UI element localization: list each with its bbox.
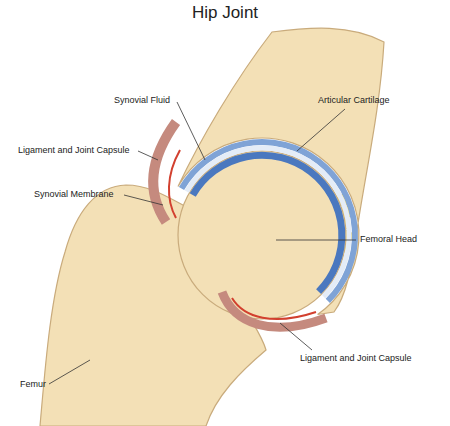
part-label: Synovial Fluid — [114, 95, 170, 106]
femoral-head — [178, 151, 346, 319]
part-label: Femoral Head — [360, 234, 417, 245]
diagram-title: Hip Joint — [0, 3, 450, 23]
part-label: Synovial Membrane — [34, 189, 114, 200]
synovial-membrane — [232, 298, 316, 319]
joint-capsule — [153, 122, 176, 222]
leader-lines — [49, 102, 356, 384]
part-label: Femur — [20, 379, 46, 390]
part-label: Ligament and Joint Capsule — [18, 145, 130, 156]
cup-cartilage — [182, 142, 355, 301]
part-label: Articular Cartilage — [318, 95, 390, 106]
synovial-membrane — [169, 150, 180, 218]
joint-capsule — [222, 292, 326, 327]
head-cartilage — [193, 155, 342, 291]
synovial-fluid — [187, 148, 349, 297]
part-label: Ligament and Joint Capsule — [300, 353, 412, 364]
